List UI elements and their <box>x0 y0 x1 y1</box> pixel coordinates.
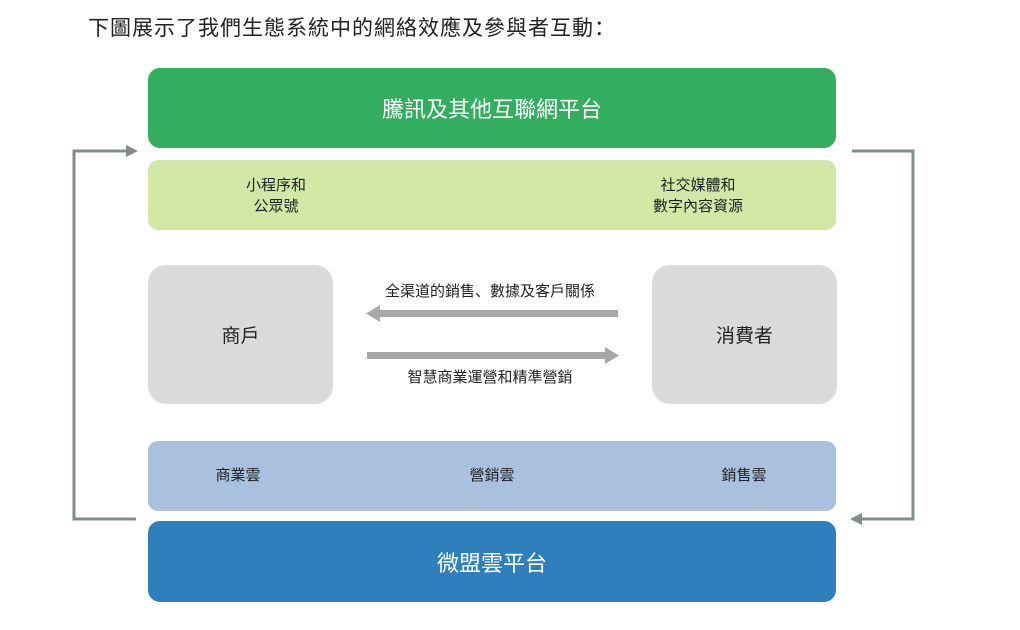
flow-label-to-merchant: 全渠道的銷售、數據及客戶關係 <box>384 282 595 300</box>
right-loop-arrow <box>850 149 915 525</box>
weimob-platform-box: 微盟雲平台 <box>148 521 836 602</box>
social-media-line2: 數字內容資源 <box>652 197 743 215</box>
tencent-platform-box: 騰訊及其他互聯網平台 <box>148 68 836 148</box>
diagram-title: 下圖展示了我們生態系統中的網絡效應及參與者互動： <box>88 16 616 40</box>
consumer-box: 消費者 <box>652 265 837 404</box>
mini-program-item: 小程序和 公眾號 <box>226 175 326 217</box>
cloud-services-band: 商業雲 營銷雲 銷售雲 <box>148 441 836 511</box>
merchant-box: 商戶 <box>148 265 333 404</box>
traffic-channels-band: 小程序和 公眾號 社交媒體和 數字內容資源 <box>148 160 836 230</box>
consumer-label: 消費者 <box>715 325 773 347</box>
arrow-to-merchant <box>366 305 618 322</box>
mini-program-line1: 小程序和 <box>245 176 306 194</box>
mini-program-line2: 公眾號 <box>253 197 299 215</box>
commerce-cloud-label: 商業雲 <box>215 466 261 484</box>
merchant-label: 商戶 <box>221 325 260 347</box>
tencent-platform-label: 騰訊及其他互聯網平台 <box>381 98 602 123</box>
flow-label-to-consumer: 智慧商業運營和精準營銷 <box>407 368 573 386</box>
weimob-platform-label: 微盟雲平台 <box>436 551 547 577</box>
arrow-to-consumer <box>367 347 619 364</box>
left-loop-arrow <box>72 145 138 521</box>
sales-cloud-label: 銷售雲 <box>721 466 767 484</box>
social-media-item: 社交媒體和 數字內容資源 <box>638 175 758 217</box>
marketing-cloud-label: 營銷雲 <box>469 466 515 484</box>
social-media-line1: 社交媒體和 <box>660 176 736 194</box>
